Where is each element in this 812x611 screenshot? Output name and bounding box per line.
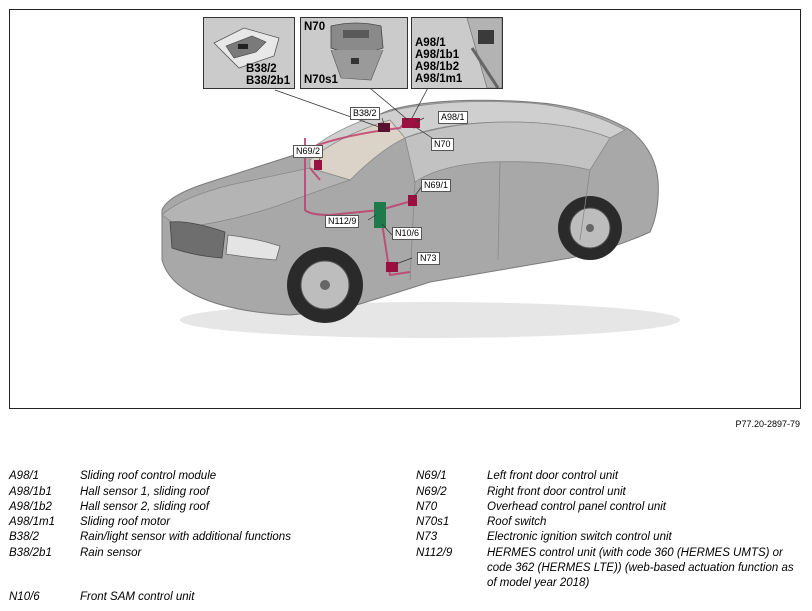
inset-n70-title: N70 — [304, 21, 326, 33]
legend-code: N10/6 — [9, 591, 40, 603]
legend-code: A98/1b1 — [9, 486, 52, 498]
side-windows — [404, 121, 611, 183]
figure-reference: P77.20-2897-79 — [735, 419, 800, 429]
legend-desc: Rain/light sensor with additional functi… — [80, 531, 291, 543]
component-a98-1 — [402, 118, 420, 128]
component-n69-1 — [408, 195, 417, 206]
overhead-panel-illustration — [301, 18, 407, 88]
legend-code: A98/1m1 — [9, 516, 56, 528]
legend-desc: Front SAM control unit — [80, 591, 195, 603]
inset-b38-2-label-1: B38/2b1 — [246, 75, 291, 87]
callout-n69-1: N69/1 — [421, 179, 452, 192]
inset-a98-1-label-1: A98/1b1 — [415, 49, 460, 61]
legend-desc: Sliding roof motor — [80, 516, 171, 528]
legend-code: B38/2 — [9, 531, 40, 543]
legend-code: B38/2b1 — [9, 547, 52, 559]
grille — [169, 221, 226, 259]
inset-b38-2: B38/2 B38/2b1 — [203, 17, 295, 89]
inset-a98-1: A98/1 A98/1b1 A98/1b2 A98/1m1 — [411, 17, 503, 89]
legend-desc: Left front door control unit — [487, 470, 619, 482]
diagram-frame: B38/2 B38/2b1 N70 N70s1 A98/1 A98/1b1 A9… — [9, 9, 801, 409]
callout-a98-1: A98/1 — [438, 111, 468, 124]
sliding-roof-module-illustration — [412, 18, 502, 88]
legend-code: N73 — [416, 531, 438, 543]
car-illustration — [161, 83, 680, 338]
windscreen — [309, 119, 406, 181]
callout-n70: N70 — [431, 138, 454, 151]
legend-code: N70 — [416, 501, 438, 513]
hood — [161, 167, 352, 229]
callout-n112-9: N112/9 — [325, 215, 360, 228]
inset-n70-label-0: N70s1 — [304, 74, 338, 86]
headlight — [225, 234, 281, 261]
inset-a98-1-label-2: A98/1b2 — [415, 61, 460, 73]
callout-leader-lines — [317, 117, 436, 265]
inset-leader-lines — [274, 83, 431, 129]
legend-code: N69/1 — [416, 470, 447, 482]
legend-desc: Rain sensor — [80, 547, 142, 559]
legend-code: A98/1b2 — [9, 501, 52, 513]
legend-code: N70s1 — [416, 516, 450, 528]
legend-code: A98/1 — [9, 470, 40, 482]
component-n112-9 — [374, 202, 386, 228]
inset-n70: N70 N70s1 — [300, 17, 408, 89]
component-b38-2 — [378, 123, 390, 132]
inset-a98-1-label-0: A98/1 — [415, 37, 446, 49]
legend-code: N112/9 — [416, 547, 453, 559]
legend-desc: Sliding roof control module — [80, 470, 217, 482]
legend-desc: Right front door control unit — [487, 486, 626, 498]
callout-n73: N73 — [417, 252, 440, 265]
rain-light-sensor-illustration — [204, 18, 294, 88]
callout-b38-2: B38/2 — [350, 107, 380, 120]
legend-desc: Roof switch — [487, 516, 547, 528]
callout-n10-6: N10/6 — [392, 227, 423, 240]
callout-n69-2: N69/2 — [293, 145, 324, 158]
component-n69-2 — [314, 160, 322, 170]
legend-desc: HERMES control unit (with code 360 (HERM… — [487, 547, 794, 589]
legend-code: N69/2 — [416, 486, 447, 498]
legend-desc: Hall sensor 1, sliding roof — [80, 486, 210, 498]
inset-b38-2-label-0: B38/2 — [246, 63, 277, 75]
legend-desc: Overhead control panel control unit — [487, 501, 666, 513]
legend-desc: Electronic ignition switch control unit — [487, 531, 672, 543]
component-n73 — [386, 262, 398, 272]
legend-desc: Hall sensor 2, sliding roof — [80, 501, 210, 513]
inset-a98-1-label-3: A98/1m1 — [415, 73, 463, 85]
